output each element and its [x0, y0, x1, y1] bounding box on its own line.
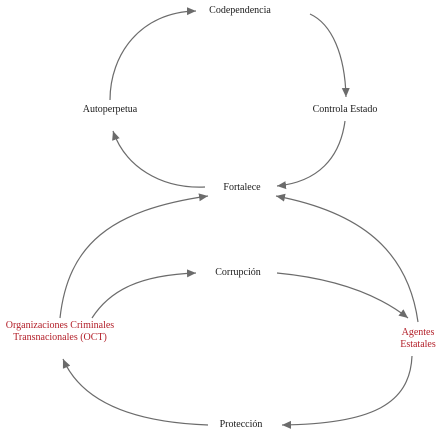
- node-codependencia: Codependencia: [209, 5, 271, 16]
- node-controla-estado: Controla Estado: [312, 104, 378, 115]
- node-oct: Organizaciones Criminales Transnacionale…: [5, 320, 115, 343]
- node-agentes-estatales: Agentes Estatales: [400, 327, 436, 350]
- edge-controla-estado-to-fortalece: [276, 120, 346, 190]
- edge-agentes-to-fortalece: [275, 193, 419, 323]
- edge-proteccion-to-oct: [62, 358, 209, 426]
- node-proteccion: Protección: [219, 419, 263, 430]
- edge-oct-to-fortalece: [59, 193, 209, 319]
- edge-corrupcion-to-agentes: [276, 272, 409, 319]
- edge-autoperpetua-to-codependencia: [109, 7, 197, 101]
- node-autoperpetua: Autoperpetua: [82, 104, 138, 115]
- node-fortalece: Fortalece: [223, 182, 261, 193]
- edge-fortalece-to-autoperpetua: [112, 130, 206, 188]
- edge-agentes-to-proteccion: [281, 355, 413, 429]
- edge-codependencia-to-controla-estado: [309, 13, 350, 98]
- edge-oct-to-corrupcion: [91, 269, 197, 319]
- node-corrupcion: Corrupción: [215, 267, 261, 278]
